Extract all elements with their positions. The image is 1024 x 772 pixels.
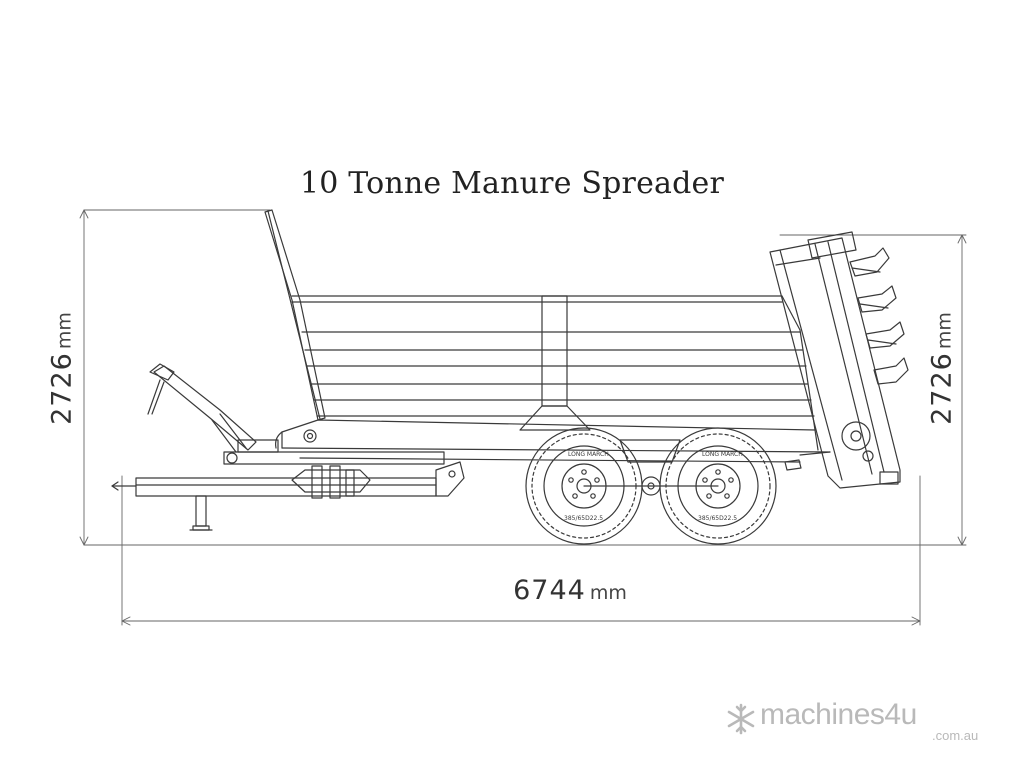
tyre-brand-rear: LONG MARCH (702, 451, 743, 458)
length-value: 6744 (513, 575, 586, 606)
diagram-title: 10 Tonne Manure Spreader (299, 166, 725, 201)
height-left-unit: mm (53, 312, 76, 350)
height-dimension-left: 2726mm (47, 279, 78, 459)
beater-tines (849, 247, 909, 385)
watermark-logo: machines4u .com.au (724, 698, 994, 746)
spreader-body (264, 209, 831, 463)
watermark-brand: machines4u (760, 698, 917, 731)
snowflake-icon (727, 703, 755, 735)
tyre-lettering: LONG MARCH 385/65D22.5 LONG MARCH 385/65… (564, 451, 743, 522)
tyre-size-rear: 385/65D22.5 (698, 515, 737, 522)
tyre-brand-front: LONG MARCH (568, 451, 609, 458)
length-unit: mm (589, 582, 627, 604)
watermark-domain: .com.au (932, 728, 979, 743)
chassis-drawbar (111, 451, 465, 531)
height-right-value: 2726 (926, 352, 958, 425)
dimension-lines (79, 209, 967, 626)
rear-beater-assembly (769, 231, 909, 489)
tyre-size-front: 385/65D22.5 (564, 515, 603, 522)
pto-stand (147, 363, 279, 453)
height-left-value: 2726 (46, 352, 78, 425)
height-dimension-right: 2726mm (927, 279, 958, 459)
height-right-unit: mm (933, 312, 956, 350)
axle-bogie (583, 439, 719, 496)
